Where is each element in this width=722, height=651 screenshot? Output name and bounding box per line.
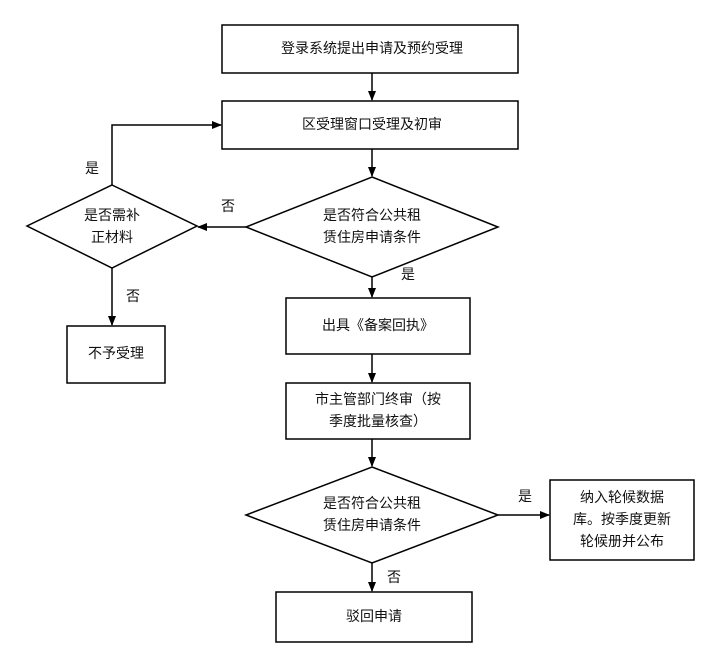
box-apply bbox=[221, 24, 519, 74]
edge-label-supplement-no: 否 bbox=[126, 289, 140, 305]
edge-label-check2-yes: 是 bbox=[518, 489, 532, 505]
box-queue bbox=[549, 479, 695, 561]
box-receipt bbox=[285, 297, 471, 355]
node-queue-line2: 库。按季度更新 bbox=[573, 512, 671, 528]
node-check1-line1: 是否符合公共租 bbox=[323, 208, 421, 224]
node-check1-label: 是否符合公共租 赁住房申请条件 bbox=[323, 205, 421, 249]
node-check2-label: 是否符合公共租 赁住房申请条件 bbox=[323, 493, 421, 537]
box-final bbox=[285, 382, 471, 440]
node-dismiss-label: 驳回申请 bbox=[346, 609, 402, 625]
node-receipt-label: 出具《备案回执》 bbox=[322, 318, 434, 334]
box-reject bbox=[66, 325, 166, 384]
node-queue-line3: 轮候册并公布 bbox=[580, 534, 664, 550]
edge-label-check1-no: 否 bbox=[221, 199, 235, 215]
edge-label-check1-yes: 是 bbox=[401, 267, 415, 283]
node-window-label: 区受理窗口受理及初审 bbox=[302, 117, 442, 133]
edge-label-check2-no: 否 bbox=[387, 570, 401, 586]
edge-label-supplement-yes: 是 bbox=[85, 161, 99, 177]
edge-supplement-window bbox=[111, 121, 222, 185]
node-final-line2: 季度批量核查） bbox=[329, 414, 427, 430]
node-check2-line2: 赁住房申请条件 bbox=[323, 518, 421, 534]
node-final-line1: 市主管部门终审（按 bbox=[315, 392, 441, 408]
node-queue-label: 纳入轮候数据 库。按季度更新 轮候册并公布 bbox=[573, 487, 671, 553]
node-queue-line1: 纳入轮候数据 bbox=[580, 490, 664, 506]
box-window bbox=[221, 100, 519, 150]
node-supplement-line2: 正材料 bbox=[91, 230, 133, 246]
node-check2-line1: 是否符合公共租 bbox=[323, 496, 421, 512]
node-supplement-label: 是否需补 正材料 bbox=[84, 205, 140, 249]
node-apply-label: 登录系统提出申请及预约受理 bbox=[281, 41, 463, 57]
node-check1-line2: 赁住房申请条件 bbox=[323, 230, 421, 246]
node-reject-label: 不予受理 bbox=[88, 346, 144, 362]
node-final-label: 市主管部门终审（按 季度批量核查） bbox=[315, 389, 441, 433]
box-dismiss bbox=[275, 591, 473, 643]
node-supplement-line1: 是否需补 bbox=[84, 208, 140, 224]
